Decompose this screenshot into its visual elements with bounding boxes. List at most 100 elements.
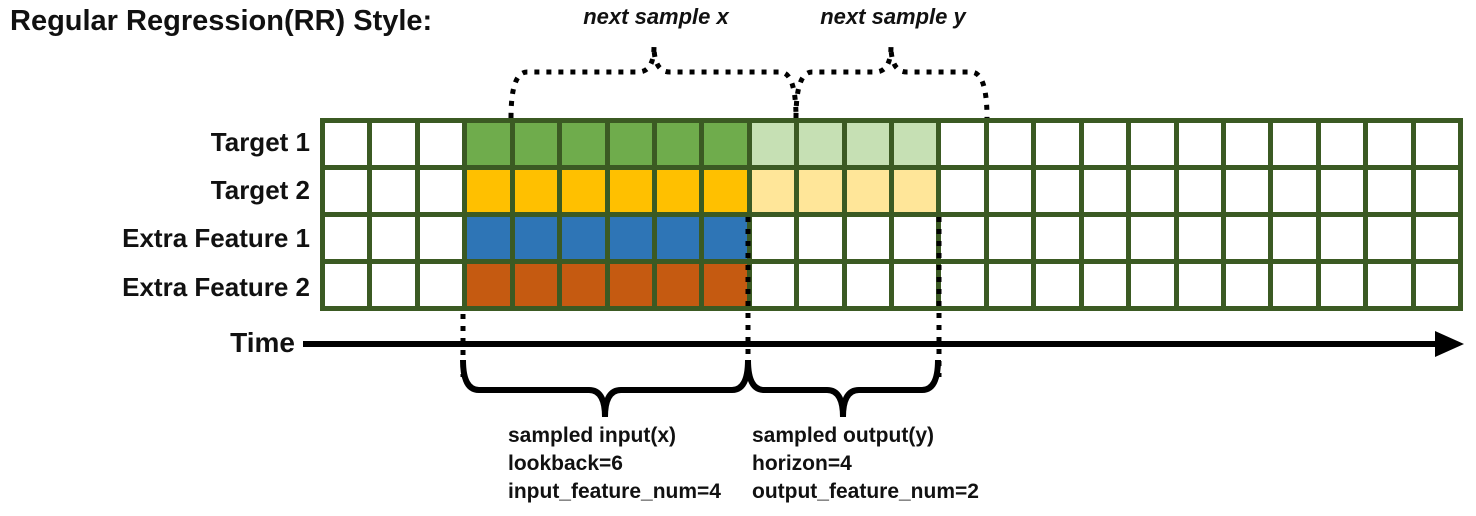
grid-cell-empty <box>988 123 1032 165</box>
grid-cell-empty <box>1273 170 1316 212</box>
grid-cell-empty <box>419 170 463 212</box>
grid-cell-empty <box>1036 264 1079 306</box>
grid-cell-empty <box>372 264 415 306</box>
grid-cell-empty <box>1273 217 1316 259</box>
grid-cell-empty <box>751 264 795 306</box>
grid-cell-input <box>656 170 700 212</box>
grid-cell-empty <box>846 217 889 259</box>
grid-cell-empty <box>941 170 984 212</box>
sampled-output-brace <box>745 359 941 418</box>
grid-cell-empty <box>1083 123 1127 165</box>
grid-cell-empty <box>988 170 1032 212</box>
sampled-output-title: sampled output(y) <box>752 424 934 447</box>
grid-cell-empty <box>372 170 415 212</box>
grid-cell-empty <box>1320 217 1364 259</box>
grid-cell-empty <box>419 264 463 306</box>
grid-cell-empty <box>1131 170 1174 212</box>
grid-cell-output <box>894 170 937 212</box>
grid-cell-empty <box>325 123 368 165</box>
grid-cell-input <box>704 264 747 306</box>
output-feature-num: output_feature_num=2 <box>752 480 979 503</box>
grid-cell-empty <box>846 264 889 306</box>
row-label-column: Target 1 Target 2 Extra Feature 1 Extra … <box>0 118 312 311</box>
grid-cell-empty <box>1320 170 1364 212</box>
row-label-target-1: Target 1 <box>210 126 310 157</box>
grid-cell-output <box>846 170 889 212</box>
grid-cell-input <box>656 264 700 306</box>
grid-cell-empty <box>1273 264 1316 306</box>
grid-cell-output <box>894 123 937 165</box>
grid-cell-empty <box>894 217 937 259</box>
grid-cell-input <box>656 123 700 165</box>
grid-cell-empty <box>1178 217 1221 259</box>
grid-cell-empty <box>1320 264 1364 306</box>
grid-cell-empty <box>325 170 368 212</box>
grid-cell-empty <box>372 123 415 165</box>
grid-cell-empty <box>1368 264 1411 306</box>
grid-cell-empty <box>799 217 842 259</box>
grid-cell-empty <box>1178 123 1221 165</box>
row-label-extra-feature-2: Extra Feature 2 <box>122 271 310 302</box>
grid-cell-output <box>751 170 795 212</box>
grid-cell-input <box>562 123 605 165</box>
grid-cell-empty <box>372 217 415 259</box>
next-sample-y-label: next sample y <box>820 4 966 29</box>
grid-cell-empty <box>1131 123 1174 165</box>
sampled-input-title: sampled input(x) <box>508 424 677 447</box>
grid-cell-empty <box>1225 264 1269 306</box>
grid-cell-output <box>751 123 795 165</box>
grid-cell-empty <box>1178 264 1221 306</box>
sampled-input-brace <box>460 359 751 418</box>
grid-cell-empty <box>1083 264 1127 306</box>
next-sample-y-brace <box>793 45 990 119</box>
grid-cell-empty <box>1083 217 1127 259</box>
grid-cell-input <box>704 123 747 165</box>
grid-cell-input <box>656 217 700 259</box>
grid-cell-output <box>846 123 889 165</box>
next-sample-x-brace <box>508 45 799 119</box>
grid-cell-input <box>609 170 652 212</box>
grid-cell-input <box>467 217 510 259</box>
grid-cell-empty <box>325 264 368 306</box>
grid-cell-empty <box>1415 217 1458 259</box>
time-series-grid <box>320 118 1463 311</box>
grid-cell-empty <box>1036 170 1079 212</box>
grid-cell-empty <box>1368 170 1411 212</box>
grid-cell-input <box>514 123 558 165</box>
grid-cell-empty <box>1368 217 1411 259</box>
grid-cell-empty <box>1415 123 1458 165</box>
grid-cell-input <box>704 217 747 259</box>
time-axis-label: Time <box>230 327 295 358</box>
grid-cell-input <box>609 217 652 259</box>
grid-cell-input <box>467 123 510 165</box>
diagram-title: Regular Regression(RR) Style: <box>10 5 433 37</box>
grid-cell-input <box>562 264 605 306</box>
grid-cell-empty <box>799 264 842 306</box>
grid-cell-empty <box>941 123 984 165</box>
grid-cell-empty <box>419 217 463 259</box>
grid-cell-empty <box>1036 123 1079 165</box>
grid-cell-empty <box>941 217 984 259</box>
grid-cell-empty <box>1320 123 1364 165</box>
grid-cell-empty <box>1273 123 1316 165</box>
grid-cell-empty <box>419 123 463 165</box>
grid-cell-empty <box>941 264 984 306</box>
grid-cell-empty <box>988 217 1032 259</box>
grid-cell-input <box>514 217 558 259</box>
grid-cell-empty <box>1415 264 1458 306</box>
grid-cell-empty <box>1131 264 1174 306</box>
time-axis-arrowhead <box>1435 331 1464 357</box>
grid-cell-input <box>609 123 652 165</box>
grid-cell-empty <box>1368 123 1411 165</box>
sampled-output-caption: sampled output(y) horizon=4 output_featu… <box>752 422 979 506</box>
row-label-extra-feature-1: Extra Feature 1 <box>122 222 310 253</box>
grid-cell-empty <box>325 217 368 259</box>
grid-cell-input <box>514 264 558 306</box>
grid-cell-input <box>562 217 605 259</box>
grid-cell-empty <box>1131 217 1174 259</box>
lookback-value: lookback=6 <box>508 452 623 475</box>
grid-cell-empty <box>1178 170 1221 212</box>
grid-cell-output <box>799 123 842 165</box>
horizon-value: horizon=4 <box>752 452 852 475</box>
